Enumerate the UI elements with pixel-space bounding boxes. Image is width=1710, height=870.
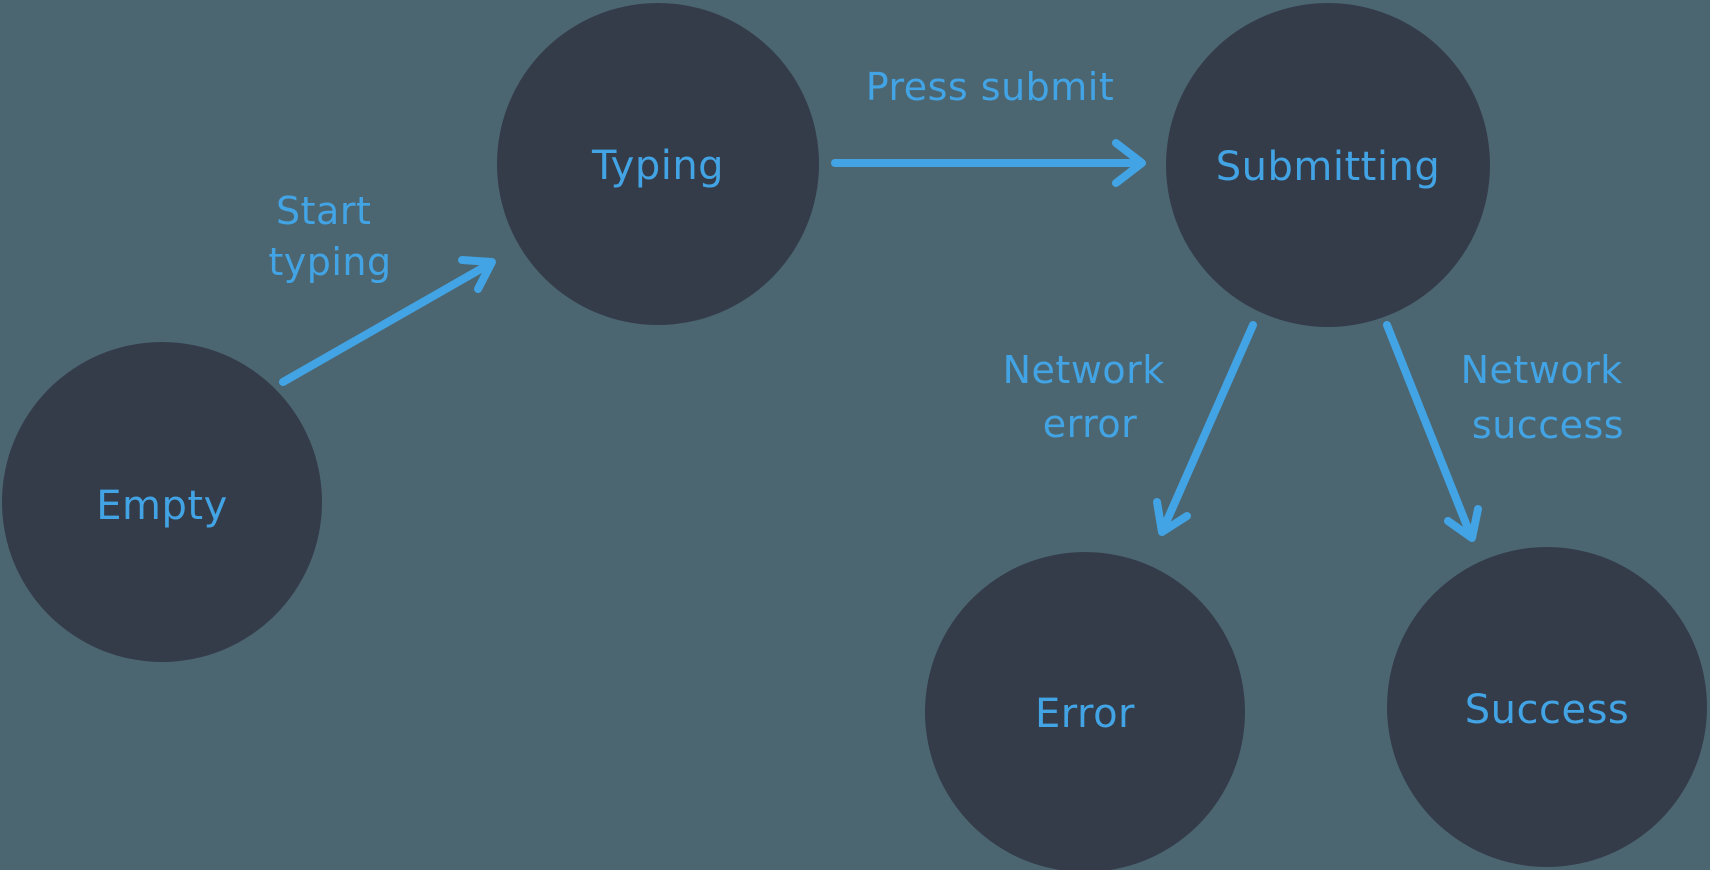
arrowhead-start-typing [458, 256, 496, 293]
state-circle-empty [2, 342, 322, 662]
state-circle-success [1387, 547, 1707, 867]
edge-label-network-error: Network error [1003, 348, 1178, 446]
edge-label-network-error-line-1: Network [1003, 348, 1165, 392]
state-label-success: Success [1465, 687, 1630, 733]
state-label-submitting: Submitting [1216, 144, 1440, 190]
state-circle-submitting [1166, 3, 1490, 327]
state-node-typing: Typing [497, 3, 819, 325]
edge-line-network-success [1383, 321, 1473, 535]
edge-submitting-to-success: Network success [1383, 321, 1636, 542]
edge-label-press-submit-line-1: Press submit [866, 65, 1115, 109]
state-node-submitting: Submitting [1166, 3, 1490, 327]
edge-label-press-submit: Press submit [866, 65, 1115, 109]
edge-label-network-success-line-2: success [1472, 403, 1624, 447]
arrowhead-press-submit [1112, 139, 1146, 187]
edge-line-start-typing [279, 262, 490, 386]
state-label-typing: Typing [591, 143, 724, 189]
edge-submitting-to-error: Network error [1003, 321, 1257, 536]
edge-label-network-success-line-1: Network [1461, 348, 1623, 392]
state-node-empty: Empty [2, 342, 322, 662]
edge-empty-to-typing: Start typing [268, 189, 496, 386]
edge-typing-to-submitting: Press submit [831, 65, 1146, 187]
state-node-success: Success [1387, 547, 1707, 867]
edge-label-start-typing: Start typing [268, 189, 391, 284]
edge-label-network-success: Network success [1461, 348, 1636, 447]
arrowhead-network-success [1444, 505, 1482, 542]
state-node-error: Error [925, 552, 1245, 870]
state-label-error: Error [1035, 691, 1135, 737]
edge-line-network-error [1161, 321, 1257, 529]
state-circle-typing [497, 3, 819, 325]
state-circle-error [925, 552, 1245, 870]
edge-label-start-typing-line-1: Start [276, 189, 371, 233]
edge-label-network-error-line-2: error [1043, 402, 1138, 446]
state-label-empty: Empty [96, 483, 227, 529]
edge-label-start-typing-line-2: typing [268, 240, 391, 284]
arrowhead-network-error [1153, 498, 1191, 536]
